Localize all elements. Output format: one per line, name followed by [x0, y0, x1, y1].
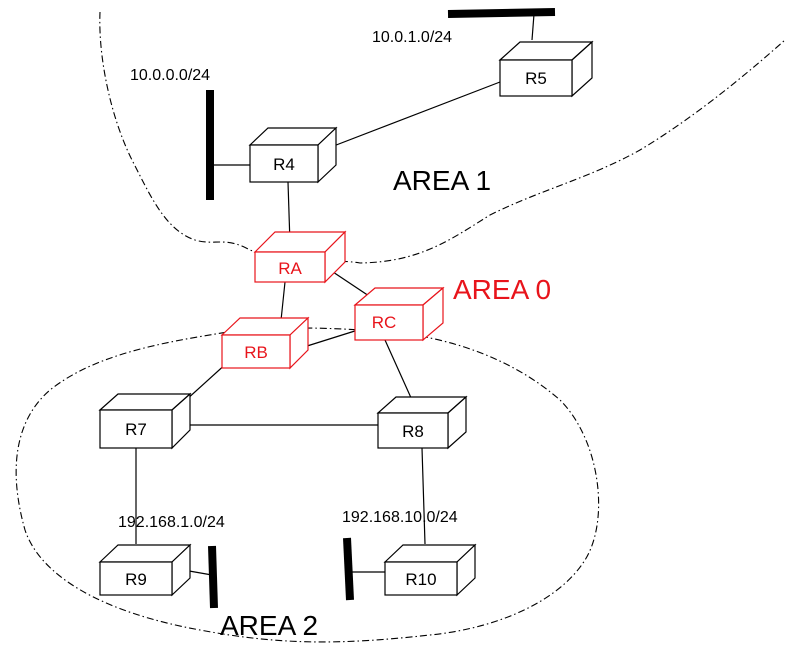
network-label-192-168-1-0: 192.168.1.0/24 [118, 514, 225, 531]
router-rc[interactable]: RC [353, 286, 445, 342]
link-r5-seg [531, 13, 535, 41]
router-label-r9: R9 [125, 570, 147, 589]
network-label-10-0-1-0: 10.0.1.0/24 [372, 29, 452, 46]
segment-192-168-10-0 [343, 537, 354, 601]
router-r9[interactable]: R9 [98, 543, 192, 597]
link-r8-r10 [421, 447, 426, 545]
router-rb[interactable]: RB [220, 316, 310, 370]
router-r4[interactable]: R4 [248, 126, 338, 184]
link-rc-r8 [384, 339, 413, 401]
router-label-rb: RB [244, 343, 268, 362]
area-1-boundary [99, 11, 786, 264]
area-2-boundary [15, 327, 600, 643]
network-label-10-0-0-0: 10.0.0.0/24 [130, 67, 210, 84]
segment-10-0-1-0 [447, 8, 556, 18]
router-label-r7: R7 [125, 420, 147, 439]
area-1-label: AREA 1 [393, 165, 491, 196]
router-label-r4: R4 [273, 155, 295, 174]
network-label-192-168-10-0: 192.168.10.0/24 [342, 509, 458, 526]
router-r8[interactable]: R8 [376, 395, 468, 450]
link-r4-r5 [317, 81, 501, 153]
router-r10[interactable]: R10 [383, 543, 477, 597]
router-r5[interactable]: R5 [498, 40, 594, 98]
router-label-rc: RC [372, 313, 397, 332]
router-label-r5: R5 [525, 69, 547, 88]
area-0-label: AREA 0 [453, 274, 551, 305]
router-r7[interactable]: R7 [98, 392, 192, 450]
segment-192-168-1-0 [208, 545, 218, 609]
area-2-label: AREA 2 [220, 610, 318, 641]
router-label-r10: R10 [405, 570, 436, 589]
router-label-r8: R8 [402, 422, 424, 441]
router-label-ra: RA [278, 259, 302, 278]
router-ra[interactable]: RA [253, 230, 347, 284]
